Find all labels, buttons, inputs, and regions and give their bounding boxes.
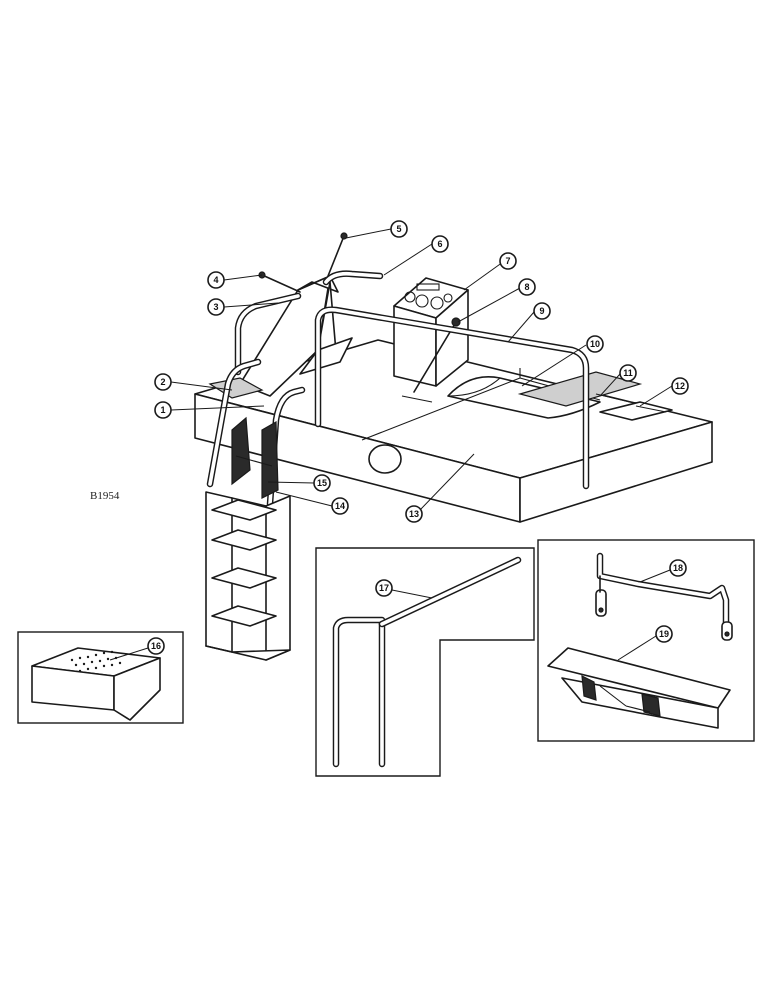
svg-text:4: 4	[213, 275, 218, 285]
svg-text:2: 2	[160, 377, 165, 387]
operator-seat	[208, 275, 353, 399]
callout-16: 16	[147, 637, 165, 655]
callout-15: 15	[313, 474, 331, 492]
callout-6: 6	[431, 235, 449, 253]
callout-8: 8	[518, 278, 536, 296]
svg-text:5: 5	[396, 224, 401, 234]
callout-19: 19	[655, 625, 673, 643]
callout-5: 5	[390, 220, 408, 238]
svg-text:18: 18	[673, 563, 683, 573]
callout-2: 2	[154, 373, 172, 391]
callout-18: 18	[669, 559, 687, 577]
svg-text:10: 10	[590, 339, 600, 349]
svg-text:9: 9	[539, 306, 544, 316]
callout-3: 3	[207, 298, 225, 316]
leader-lines	[109, 228, 673, 661]
callout-14: 14	[331, 497, 349, 515]
svg-text:14: 14	[335, 501, 345, 511]
svg-text:8: 8	[524, 282, 529, 292]
callout-11: 11	[619, 364, 637, 382]
callout-13: 13	[405, 505, 423, 523]
inset-panel-17	[315, 547, 535, 777]
ladder	[205, 416, 291, 661]
svg-text:19: 19	[659, 629, 669, 639]
callout-10: 10	[586, 335, 604, 353]
figure-id: B1954	[90, 490, 120, 502]
callout-4: 4	[207, 271, 225, 289]
svg-text:3: 3	[213, 302, 218, 312]
callout-1: 1	[154, 401, 172, 419]
handrails	[206, 232, 590, 508]
callout-12: 12	[671, 377, 689, 395]
inset-panel-18-19	[537, 539, 755, 742]
callout-17: 17	[375, 579, 393, 597]
callout-7: 7	[499, 252, 517, 270]
inset-panel-16	[17, 631, 184, 724]
svg-text:1: 1	[160, 405, 165, 415]
svg-text:12: 12	[675, 381, 685, 391]
svg-text:17: 17	[379, 583, 389, 593]
svg-text:7: 7	[505, 256, 510, 266]
svg-text:6: 6	[437, 239, 442, 249]
svg-text:15: 15	[317, 478, 327, 488]
svg-text:11: 11	[623, 368, 633, 378]
callout-9: 9	[533, 302, 551, 320]
svg-text:16: 16	[151, 641, 161, 651]
svg-text:13: 13	[409, 509, 419, 519]
